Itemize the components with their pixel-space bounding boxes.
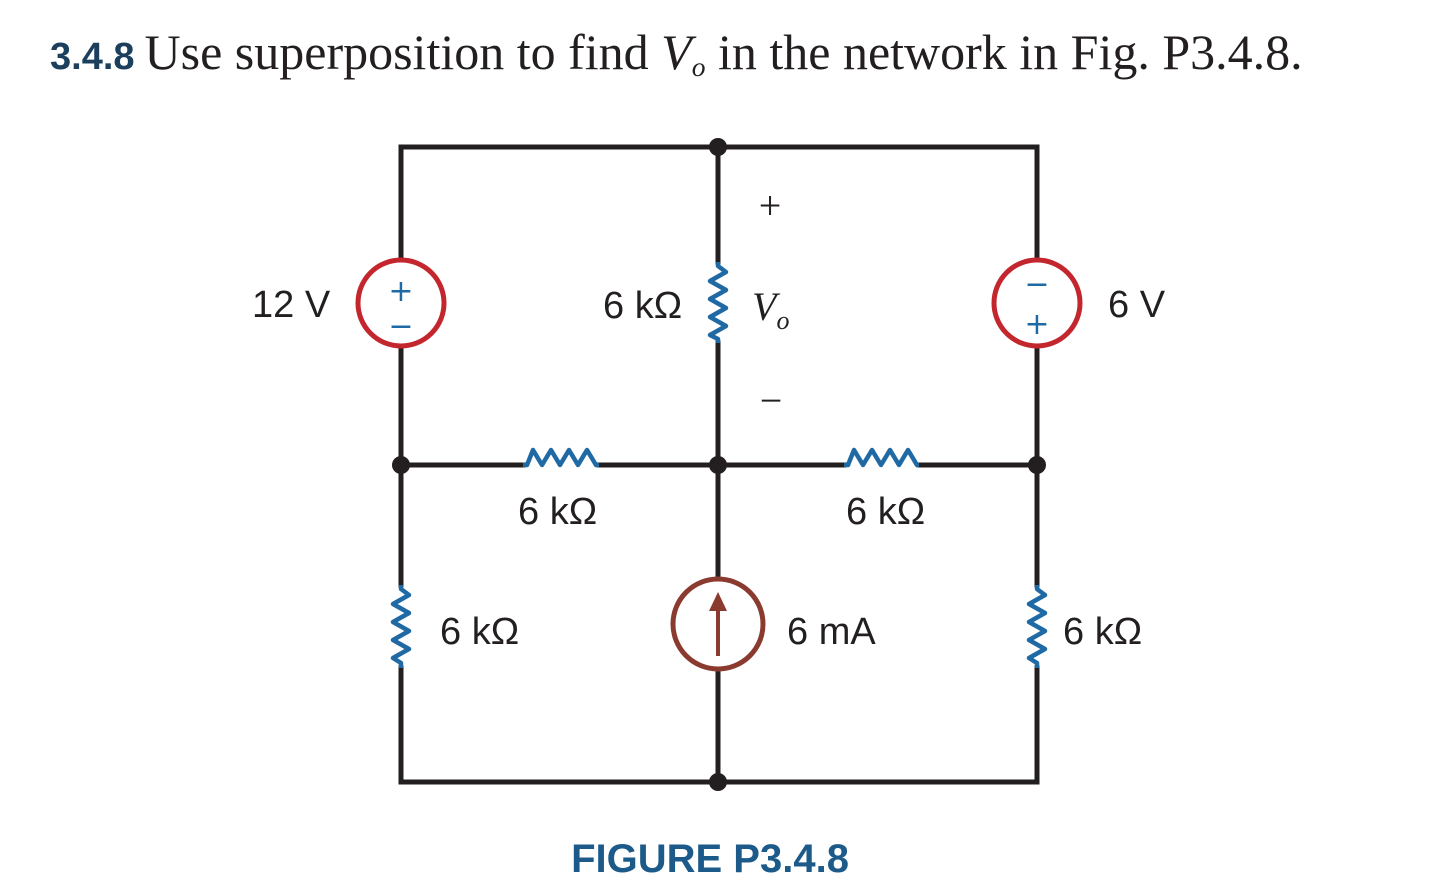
- node-middle-right: [1028, 456, 1046, 474]
- vo-label: Vo: [752, 284, 789, 335]
- resistor-bottom-right-icon: [1026, 585, 1048, 668]
- vo-label-letter: V: [752, 284, 781, 329]
- node-center: [709, 456, 727, 474]
- node-middle-left: [392, 456, 410, 474]
- label-resistor-bottom-right: 6 kΩ: [1063, 611, 1142, 653]
- voltage-source-12v-plus: +: [388, 274, 413, 309]
- voltage-source-12v: + −: [355, 257, 447, 349]
- problem-variable-letter: V: [661, 24, 692, 80]
- voltage-source-6v-icon: [991, 257, 1083, 349]
- problem-variable-subscript: o: [691, 50, 706, 82]
- label-resistor-middle-left: 6 kΩ: [518, 491, 597, 533]
- vo-minus-sign: −: [760, 378, 783, 423]
- label-resistor-middle-right: 6 kΩ: [846, 491, 925, 533]
- voltage-source-12v-minus: −: [388, 309, 413, 344]
- node-bottom-middle: [709, 773, 727, 791]
- label-current-source: 6 mA: [787, 611, 876, 653]
- resistor-middle-right-icon: [844, 447, 920, 468]
- voltage-source-6v-plus: +: [1024, 307, 1049, 342]
- problem-text-after: in the network in Fig. P3.4.8.: [705, 24, 1303, 80]
- arrow-head-icon: [709, 592, 727, 611]
- figure-caption: FIGURE P3.4.8: [571, 837, 849, 881]
- label-6v: 6 V: [1108, 284, 1166, 326]
- current-source-6ma: [670, 576, 766, 672]
- label-resistor-top-middle: 6 kΩ: [603, 285, 682, 327]
- vo-label-subscript: o: [776, 306, 789, 335]
- node-top-middle: [709, 138, 727, 156]
- vo-plus-sign: +: [759, 183, 782, 228]
- voltage-source-12v-icon: [355, 257, 447, 349]
- label-12v: 12 V: [252, 284, 331, 326]
- problem-text-before: Use superposition to find: [144, 24, 662, 80]
- resistor-top-middle-icon: [707, 262, 729, 343]
- voltage-source-6v: − +: [991, 257, 1083, 349]
- problem-variable: Vo: [661, 24, 706, 82]
- resistor-bottom-left-icon: [390, 585, 412, 668]
- problem-number: 3.4.8: [50, 36, 135, 78]
- resistor-middle-left-icon: [523, 447, 599, 468]
- label-resistor-bottom-left: 6 kΩ: [440, 611, 519, 653]
- voltage-source-6v-minus: −: [1024, 267, 1049, 302]
